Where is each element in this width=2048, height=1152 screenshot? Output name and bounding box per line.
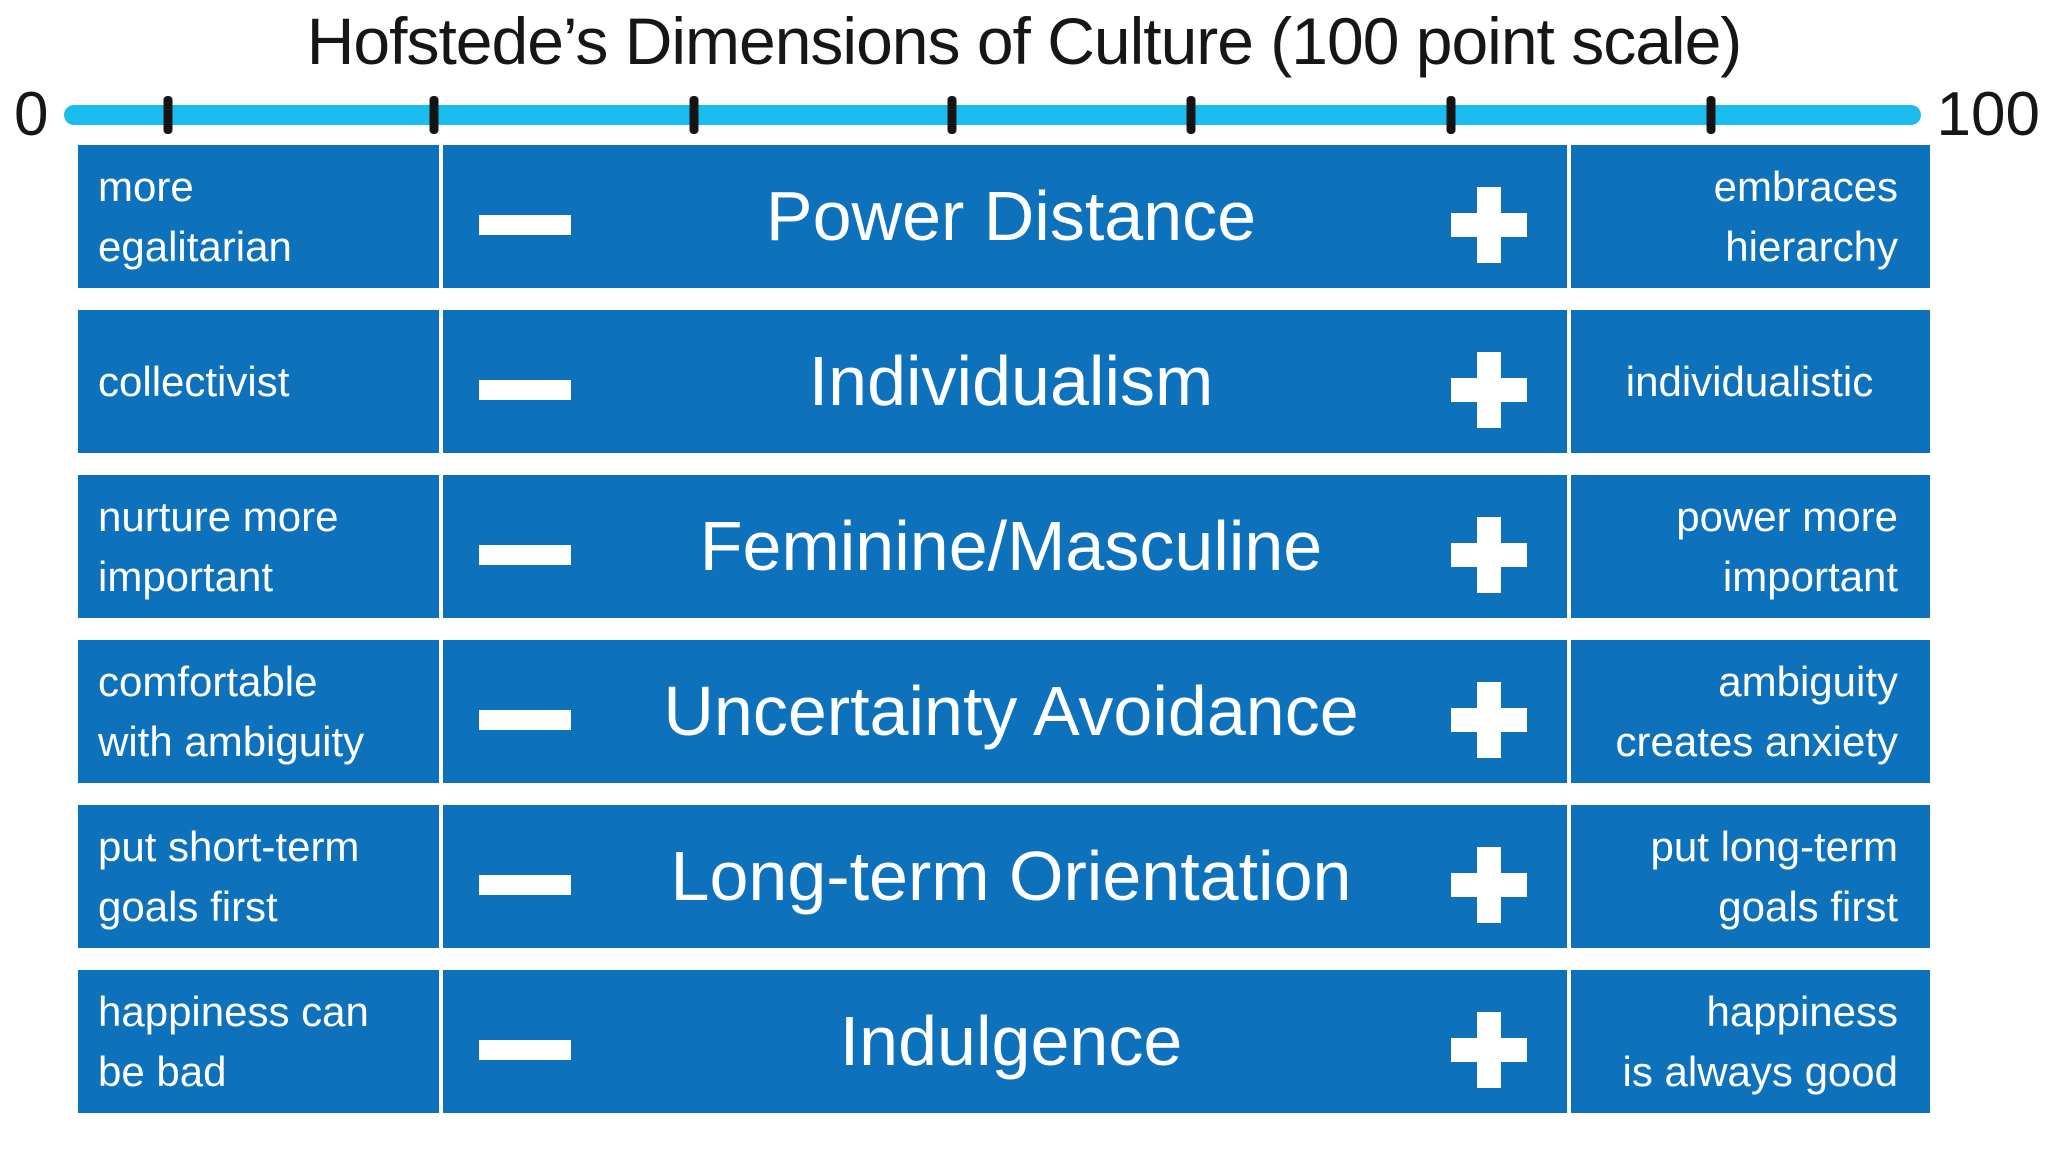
dimension-row-individualism: collectivist Individualism individualist… xyxy=(78,310,1930,453)
plus-icon xyxy=(1451,846,1527,923)
scale-tick xyxy=(689,96,699,134)
scale-max-label: 100 xyxy=(1936,80,2040,149)
dimension-title: Uncertainty Avoidance xyxy=(663,671,1359,750)
right-pole-label: ambiguity creates anxiety xyxy=(1615,657,1898,765)
left-pole-cell: nurture more important xyxy=(78,475,443,618)
left-pole-cell: comfortable with ambiguity xyxy=(78,640,443,783)
right-pole-label: put long-term goals first xyxy=(1650,822,1898,930)
right-pole-cell: power more important xyxy=(1567,475,1930,618)
dimension-cell: Indulgence xyxy=(443,970,1567,1113)
dimension-title: Individualism xyxy=(808,341,1214,420)
dimension-title: Indulgence xyxy=(839,1001,1183,1080)
minus-icon xyxy=(479,1039,571,1060)
left-pole-cell: collectivist xyxy=(78,310,443,453)
scale-tick xyxy=(163,96,173,134)
right-pole-label: happiness is always good xyxy=(1622,987,1898,1095)
left-pole-label: more egalitarian xyxy=(98,162,292,270)
right-pole-label: embraces hierarchy xyxy=(1713,162,1898,270)
right-pole-cell: embraces hierarchy xyxy=(1567,145,1930,288)
minus-icon xyxy=(479,379,571,400)
dimension-row-long-term-orientation: put short-term goals first Long-term Ori… xyxy=(78,805,1930,948)
scale-axis: 0 100 xyxy=(0,78,2048,152)
dimension-row-feminine-masculine: nurture more important Feminine/Masculin… xyxy=(78,475,1930,618)
left-pole-cell: more egalitarian xyxy=(78,145,443,288)
minus-icon xyxy=(479,709,571,730)
plus-icon xyxy=(1451,681,1527,758)
left-pole-cell: happiness can be bad xyxy=(78,970,443,1113)
scale-bar xyxy=(64,96,1921,134)
left-pole-label: comfortable with ambiguity xyxy=(98,657,365,765)
right-pole-cell: put long-term goals first xyxy=(1567,805,1930,948)
scale-min-label: 0 xyxy=(14,80,49,149)
left-pole-cell: put short-term goals first xyxy=(78,805,443,948)
plus-icon xyxy=(1451,351,1527,428)
dimension-cell: Power Distance xyxy=(443,145,1567,288)
left-pole-label: happiness can be bad xyxy=(98,987,369,1095)
dimension-cell: Uncertainty Avoidance xyxy=(443,640,1567,783)
dimension-title: Long-term Orientation xyxy=(670,836,1352,915)
dimension-row-indulgence: happiness can be bad Indulgence happines… xyxy=(78,970,1930,1113)
minus-icon xyxy=(479,874,571,895)
plus-icon xyxy=(1451,1011,1527,1088)
dimension-row-power-distance: more egalitarian Power Distance embraces… xyxy=(78,145,1930,288)
minus-icon xyxy=(479,544,571,565)
dimension-row-uncertainty-avoidance: comfortable with ambiguity Uncertainty A… xyxy=(78,640,1930,783)
dimension-title: Feminine/Masculine xyxy=(699,506,1323,585)
scale-tick xyxy=(1446,96,1456,134)
scale-tick xyxy=(1706,96,1716,134)
right-pole-label: power more important xyxy=(1676,492,1898,600)
right-pole-cell: individualistic xyxy=(1567,310,1930,453)
right-pole-cell: ambiguity creates anxiety xyxy=(1567,640,1930,783)
dimension-cell: Individualism xyxy=(443,310,1567,453)
scale-tick xyxy=(429,96,439,134)
plus-icon xyxy=(1451,186,1527,263)
dimension-rows: more egalitarian Power Distance embraces… xyxy=(78,145,1930,1113)
scale-tick xyxy=(1186,96,1196,134)
plus-icon xyxy=(1451,516,1527,593)
left-pole-label: nurture more important xyxy=(98,492,339,600)
scale-tick xyxy=(947,96,957,134)
dimension-title: Power Distance xyxy=(765,176,1257,255)
page-title: Hofstede’s Dimensions of Culture (100 po… xyxy=(306,4,1743,78)
right-pole-cell: happiness is always good xyxy=(1567,970,1930,1113)
minus-icon xyxy=(479,214,571,235)
right-pole-label: individualistic xyxy=(1625,357,1874,405)
left-pole-label: collectivist xyxy=(98,357,290,405)
dimension-cell: Feminine/Masculine xyxy=(443,475,1567,618)
dimension-cell: Long-term Orientation xyxy=(443,805,1567,948)
left-pole-label: put short-term goals first xyxy=(98,822,360,930)
